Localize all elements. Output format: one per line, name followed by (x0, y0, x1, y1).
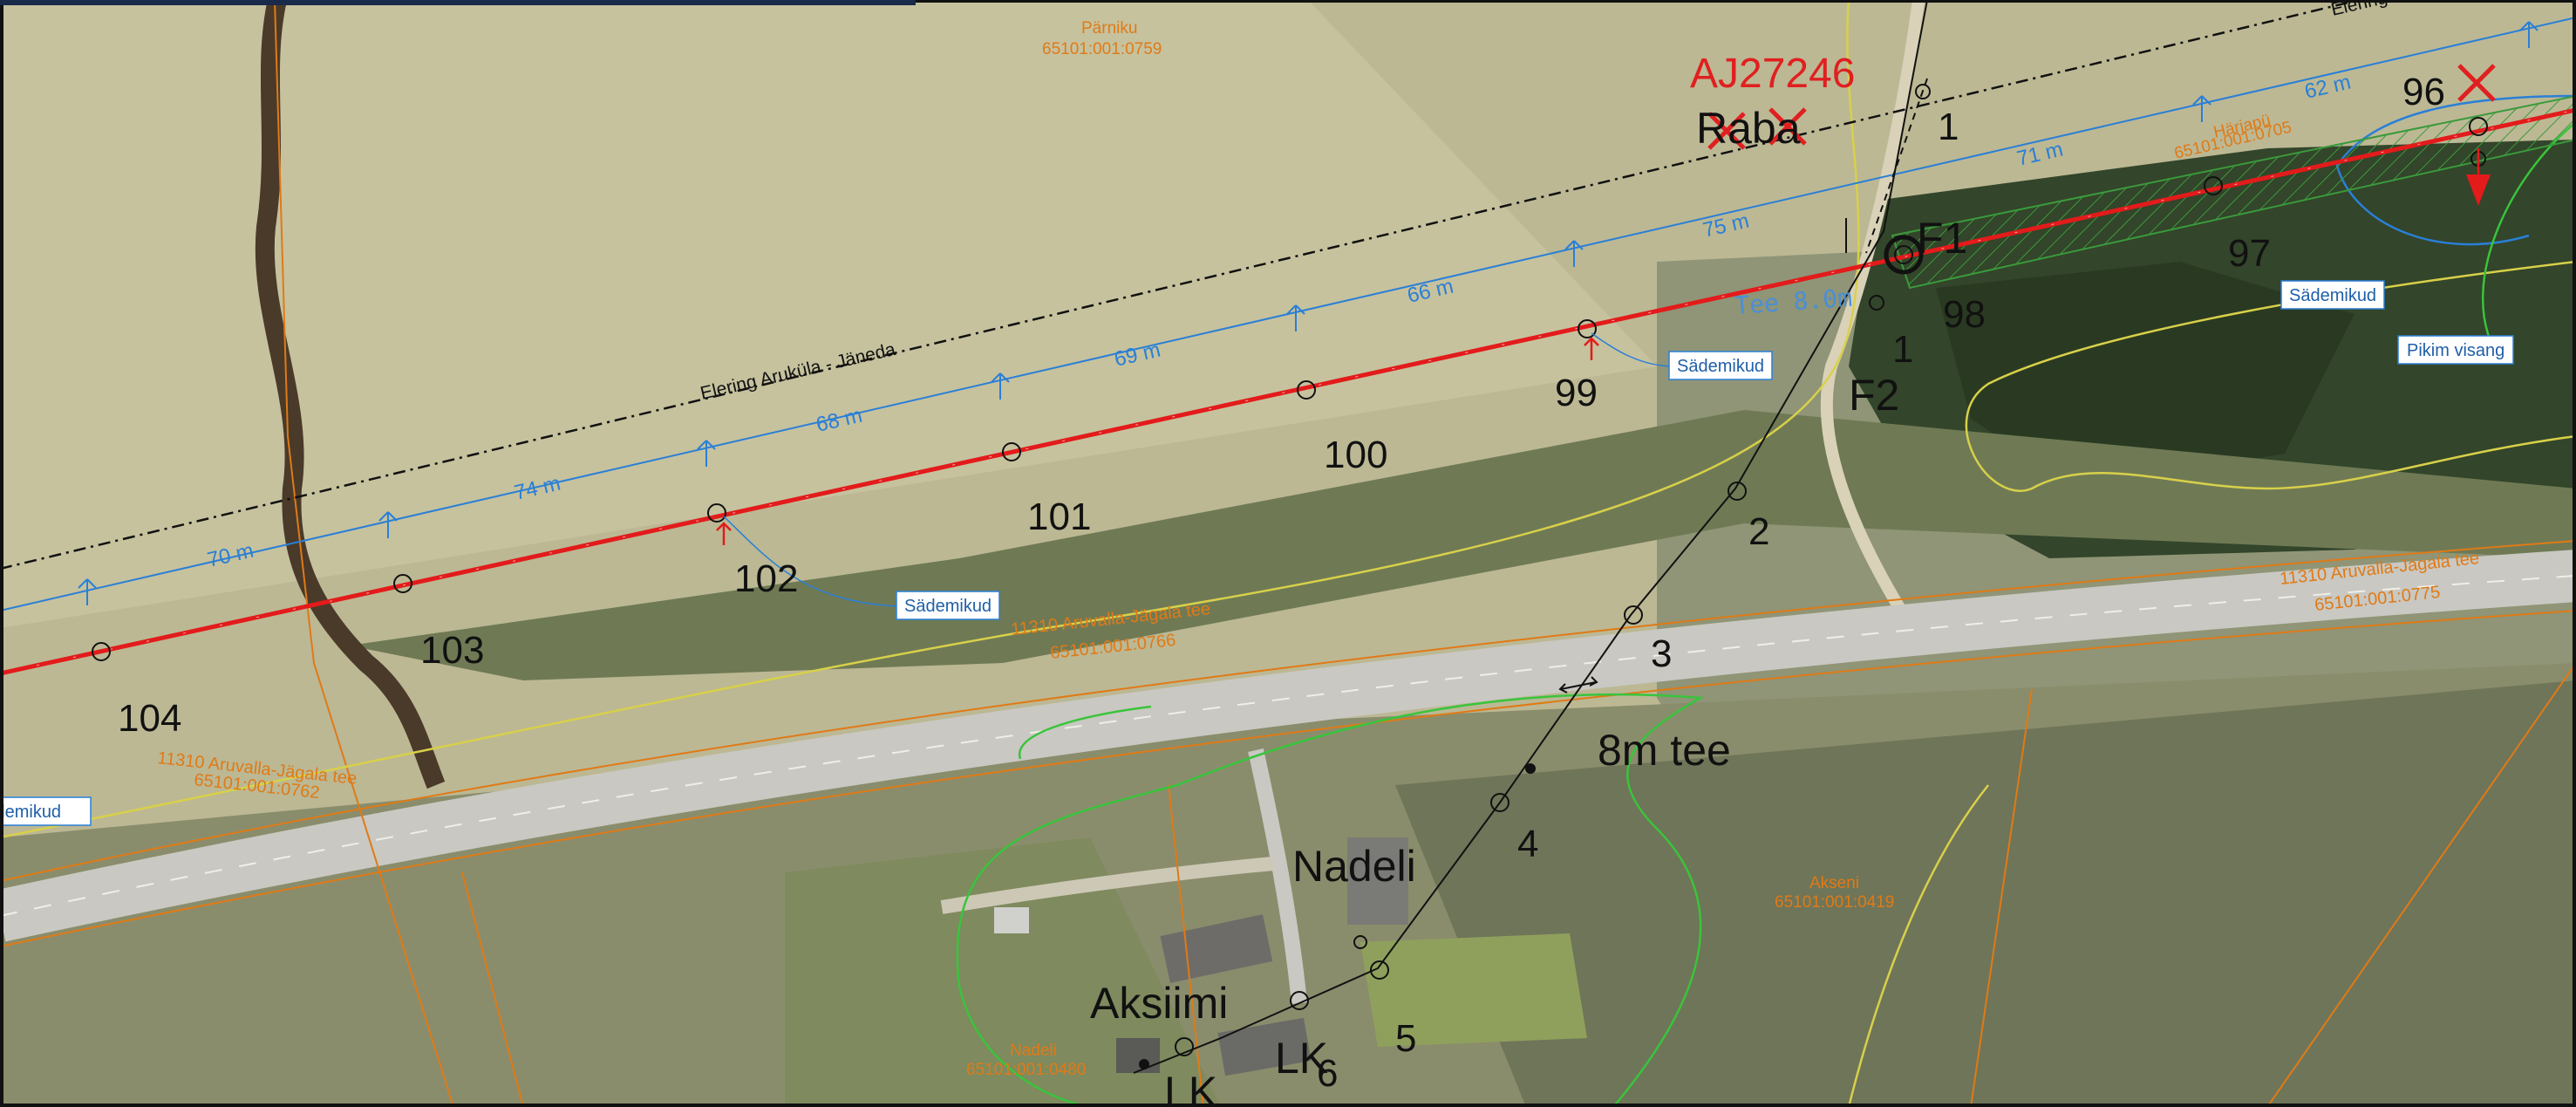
parcel-code: 65101:001:0759 (1042, 40, 1162, 58)
place-label-nadeli: Nadeli (1292, 842, 1416, 891)
branch-label-3: 3 (1651, 632, 1672, 675)
pole-label-104: 104 (118, 697, 181, 740)
pole-label-97: 97 (2228, 232, 2271, 275)
label-f2: F2 (1849, 371, 1899, 420)
callout-box: Pikim visang (2397, 335, 2514, 365)
dirt-track (1820, 0, 1925, 614)
callout-text: Sädemikud (0, 803, 61, 822)
callout-box: Sädemikud (0, 796, 92, 826)
branch-label-top: 1 (1938, 106, 1959, 148)
branch-label-4: 4 (1517, 823, 1538, 865)
parcel-name: Pärniku (1081, 19, 1137, 38)
pole-label-102: 102 (734, 557, 798, 600)
callout-text: Sädemikud (904, 597, 992, 616)
branch-line (1133, 0, 1928, 1074)
callout-box: Sädemikud (896, 591, 1000, 620)
marker-label: AJ27246 (1690, 51, 1856, 97)
pole-label-96: 96 (2402, 71, 2445, 113)
parcel-code: 65101:001:0480 (966, 1061, 1086, 1079)
elering-line (0, 0, 2364, 571)
pole-label-101: 101 (1027, 495, 1091, 538)
callout-box: Sädemikud (2280, 280, 2385, 310)
poles (92, 84, 2488, 1056)
callout-text: Sädemikud (2289, 286, 2376, 305)
distance-line (0, 17, 2576, 612)
removal-marks (1707, 64, 2496, 150)
label-f2-num: 1 (1892, 328, 1913, 371)
parcel-code: 65101:001:0419 (1775, 893, 1894, 912)
road-width-label: 8m tee (1598, 726, 1731, 775)
label-f1: F1 (1917, 214, 1967, 263)
place-label-lk-bottom: LK (1164, 1068, 1217, 1107)
callout-text: Pikim visang (2407, 341, 2504, 360)
branch-label-5: 5 (1395, 1017, 1416, 1060)
place-label-lk: LK (1275, 1034, 1328, 1083)
branch-label-6: 6 (1317, 1052, 1338, 1095)
callout-text: Sädemikud (1677, 357, 1764, 376)
creek (255, 0, 446, 789)
pole-label-99: 99 (1555, 372, 1598, 414)
callout-box: Sädemikud (1668, 351, 1773, 380)
crossed-label: Raba (1696, 104, 1801, 153)
pole-label-103: 103 (420, 629, 484, 672)
red-power-line (0, 107, 2576, 676)
pole-label-98: 98 (1943, 293, 1986, 336)
parcel-name: Akseni (1809, 874, 1859, 892)
branch-label-2: 2 (1748, 510, 1769, 553)
place-label-aksiimi: Aksiimi (1090, 979, 1228, 1028)
parcel-name: Nadeli (1010, 1042, 1057, 1060)
pole-label-100: 100 (1324, 434, 1387, 476)
